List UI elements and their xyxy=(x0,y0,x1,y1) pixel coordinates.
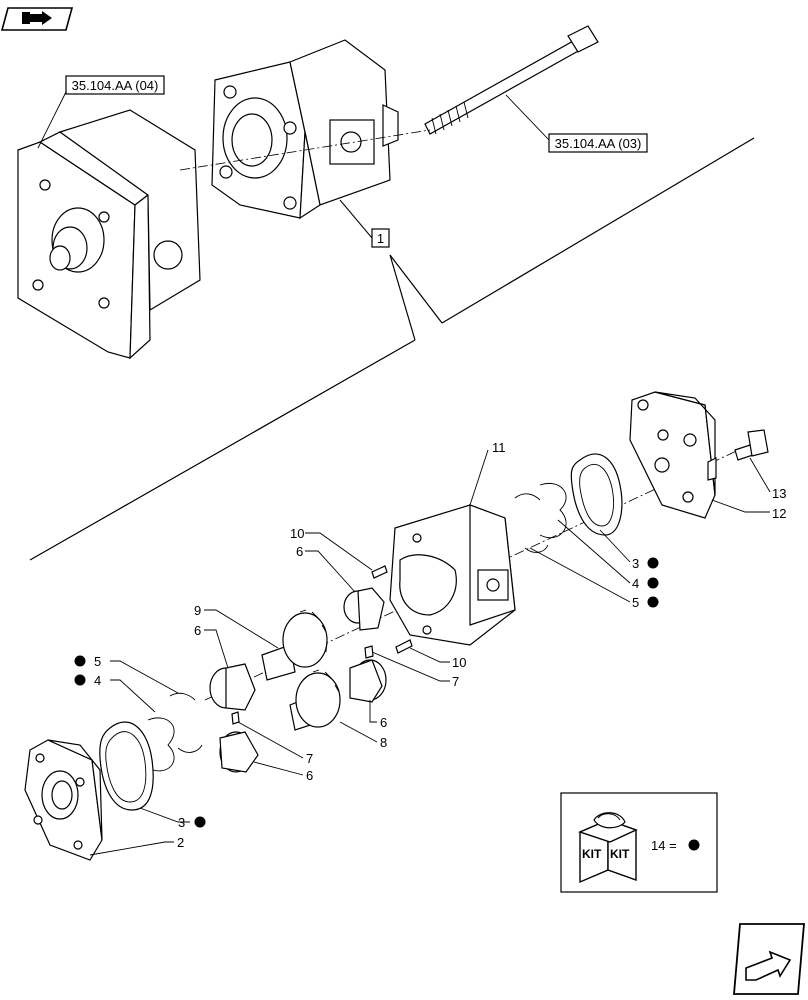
callout-9: 9 xyxy=(194,603,201,618)
callout-6-upper: 6 xyxy=(296,544,303,559)
kit-label-right: KIT xyxy=(610,847,630,861)
callout-12: 12 xyxy=(772,506,786,521)
assembly-number-box[interactable]: 1 xyxy=(371,228,390,248)
pin-part-7a xyxy=(364,645,374,659)
callout-10-upper: 10 xyxy=(290,526,304,541)
motor-flange-assembly xyxy=(17,109,201,360)
callout-4-right: 4 xyxy=(632,576,639,591)
driven-gear-part-8 xyxy=(289,669,341,731)
kit-legend-dot xyxy=(688,839,700,851)
kit-legend: KIT KIT 14 = xyxy=(560,792,718,893)
pin-part-7b xyxy=(231,711,240,725)
long-bolt xyxy=(424,25,599,135)
callout-5-right: 5 xyxy=(632,595,639,610)
callout-2: 2 xyxy=(177,835,184,850)
bushing-part-6c xyxy=(349,659,387,703)
pump-body-part-11 xyxy=(389,504,516,646)
callout-7-upper: 7 xyxy=(452,674,459,689)
assembly-leader-3 xyxy=(339,199,373,239)
callout-6-mid-right: 6 xyxy=(380,715,387,730)
callout-3-right: 3 xyxy=(632,556,639,571)
reference-label-upper-right: 35.104.AA (03) xyxy=(555,136,642,151)
dowel-pin-part-10b xyxy=(395,639,413,654)
kit-box-icon: KIT KIT xyxy=(578,812,638,884)
bushing-part-6a xyxy=(343,587,385,631)
leader-lines xyxy=(89,449,771,856)
kit-marker-dot xyxy=(194,816,206,828)
front-cover-part-2 xyxy=(24,739,103,861)
kit-marker-dot xyxy=(647,577,659,589)
reference-box-upper-left[interactable]: 35.104.AA (04) xyxy=(65,75,165,95)
backup-ring-parts-4-5-left xyxy=(147,692,203,772)
callout-5-left: 5 xyxy=(94,654,101,669)
kit-label-left: KIT xyxy=(582,847,602,861)
kit-marker-dot xyxy=(647,596,659,608)
assembly-leader-2 xyxy=(389,254,416,341)
backup-ring-parts-4-5-right xyxy=(514,483,567,553)
assembly-leader-1 xyxy=(389,254,443,324)
reference-box-upper-right[interactable]: 35.104.AA (03) xyxy=(548,133,648,153)
callout-8: 8 xyxy=(380,735,387,750)
gear-pump-assembly xyxy=(211,39,399,220)
callout-11: 11 xyxy=(492,440,506,455)
rear-cover-part-12 xyxy=(629,391,717,519)
callout-4-left: 4 xyxy=(94,673,101,688)
callout-6-lower: 6 xyxy=(306,768,313,783)
divider-line-lower xyxy=(29,339,416,561)
seal-ring-part-3a xyxy=(570,453,623,536)
callout-6-mid-left: 6 xyxy=(194,623,201,638)
divider-line-upper xyxy=(441,137,755,324)
callout-7-lower: 7 xyxy=(306,751,313,766)
next-page-arrow-icon[interactable] xyxy=(733,923,805,995)
kit-marker-dot xyxy=(647,557,659,569)
book-nav-icon[interactable] xyxy=(0,7,74,31)
drive-gear-part-9 xyxy=(261,609,328,681)
dowel-pin-part-10a xyxy=(371,565,388,579)
callout-10-lower: 10 xyxy=(452,655,466,670)
callouts: 13 12 11 10 6 3 4 5 10 7 9 6 5 4 6 8 7 6… xyxy=(74,440,786,850)
reference-label-upper-left: 35.104.AA (04) xyxy=(72,78,159,93)
callout-3-left: 3 xyxy=(178,815,185,830)
bolt-part-13 xyxy=(734,429,769,461)
assembly-number-label: 1 xyxy=(377,231,384,246)
seal-ring-part-3b xyxy=(99,721,154,811)
callout-13: 13 xyxy=(772,486,786,501)
bushing-part-6d xyxy=(219,731,259,773)
kit-marker-dot xyxy=(74,674,86,686)
kit-marker-dot xyxy=(74,655,86,667)
bushing-part-6b xyxy=(209,663,256,711)
kit-legend-text: 14 = xyxy=(651,838,677,853)
